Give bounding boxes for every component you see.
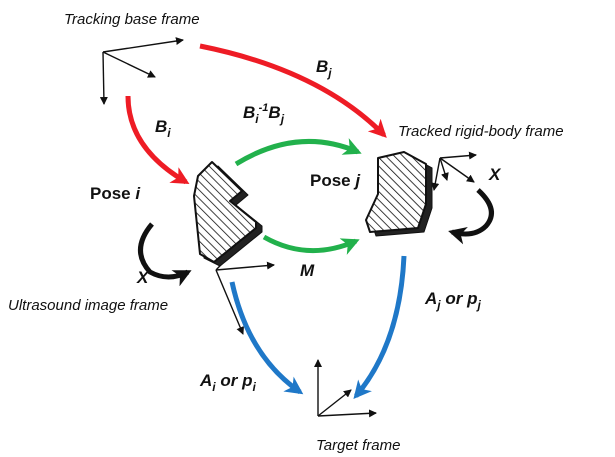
label-X-left: X [136,268,150,287]
label-Aj-or-pj: Aj or pj [424,289,481,312]
label-Ai-or-pi: Ai or pi [199,371,256,394]
target-frame-label: Target frame [316,437,401,454]
tracking-base-axes [99,37,184,105]
tracking-base-frame-label: Tracking base frame [64,11,200,28]
arrow-M [262,234,360,255]
arrow-X-right [448,188,494,245]
arrow-Bi-inv-Bj [234,138,362,167]
label-Bj: Bj [316,57,332,80]
pose-j-label: Pose j [310,171,361,190]
label-X-right: X [488,165,502,184]
arrow-Ai [229,281,304,395]
label-Bi-inv-Bj: Bi-1Bj [243,102,285,126]
probe-pose-j [365,151,433,237]
label-M: M [300,261,315,280]
pose-i-label: Pose i [90,184,141,203]
probe-pose-i [193,161,263,267]
target-frame-axes [314,359,377,418]
rigid-body-axes [431,151,477,191]
arrow-Bj [199,43,387,138]
ultrasound-image-frame-label: Ultrasound image frame [8,297,168,314]
arrow-Bi [125,95,190,185]
arrow-Aj [353,255,407,400]
tracked-rigid-body-frame-label: Tracked rigid-body frame [398,123,564,140]
arrow-X-left [138,222,192,287]
label-Bi: Bi [155,117,171,140]
